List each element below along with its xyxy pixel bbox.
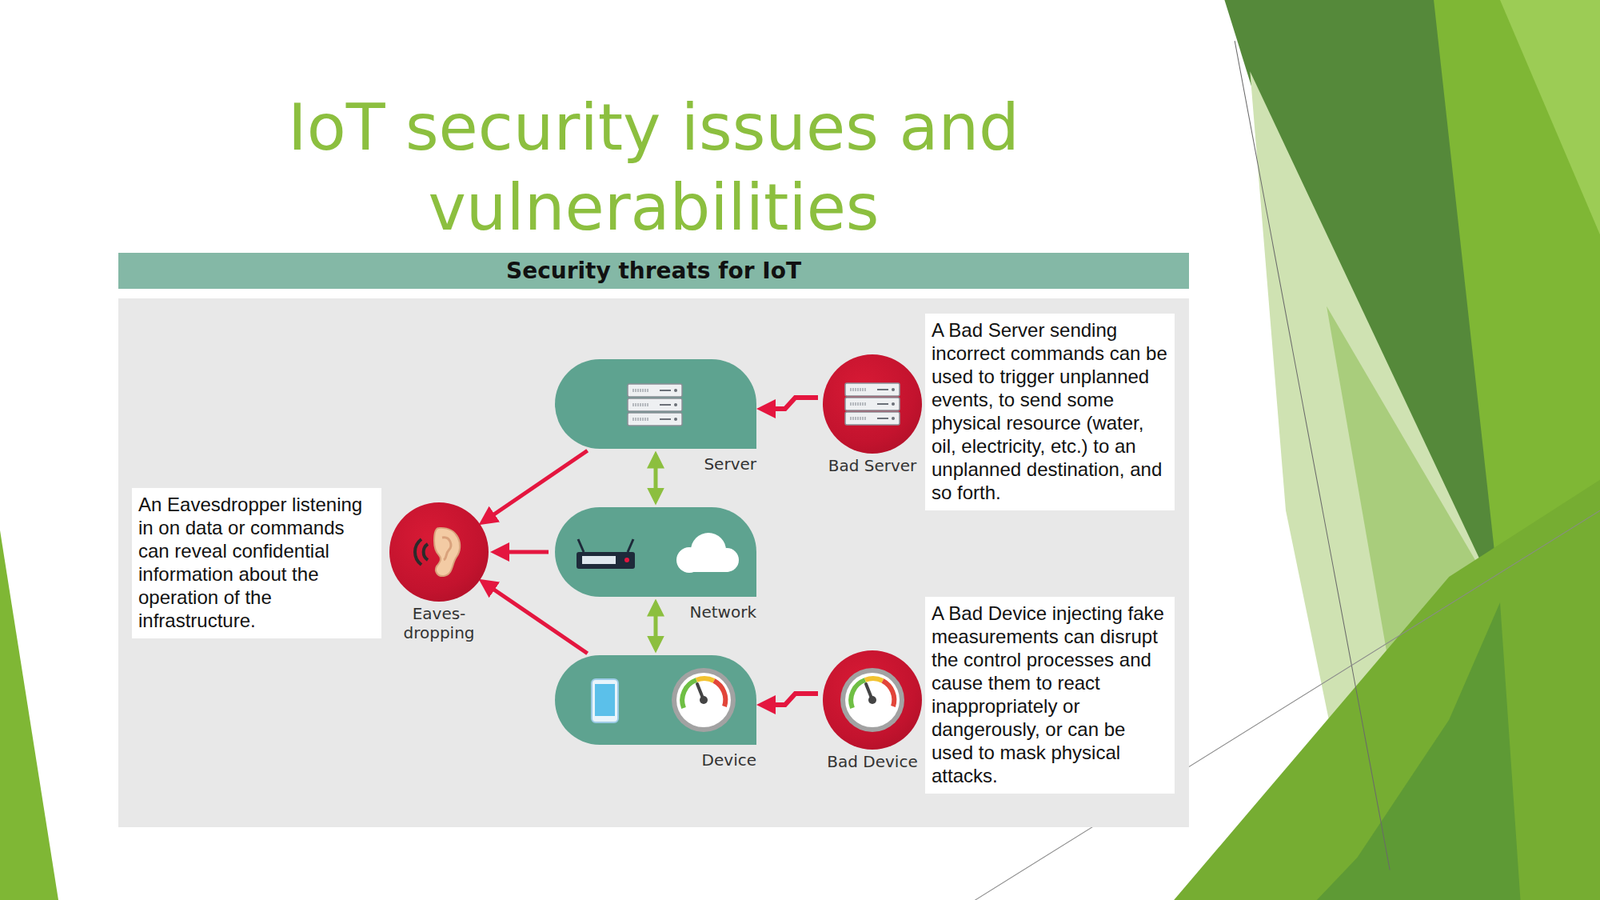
note-box: A Bad Server sending incorrect commands … bbox=[925, 313, 1175, 511]
slide-title: IoT security issues and vulnerabilities bbox=[118, 87, 1190, 248]
server-box: Server bbox=[554, 359, 757, 449]
phone-icon bbox=[591, 678, 619, 723]
connector-arrow bbox=[482, 581, 588, 654]
node-label: Bad Server bbox=[828, 455, 918, 475]
cloud-icon bbox=[690, 532, 727, 568]
connector-arrow bbox=[482, 450, 588, 523]
threat-circle: Bad Device bbox=[822, 650, 922, 750]
cloud-icon bbox=[676, 546, 703, 573]
node-label: Network bbox=[689, 602, 757, 622]
ear-icon bbox=[423, 543, 428, 560]
attack-arrow bbox=[761, 397, 818, 409]
ear-icon bbox=[442, 537, 451, 560]
router-icon bbox=[576, 538, 635, 569]
cloud-icon bbox=[681, 558, 733, 572]
gauge-icon bbox=[840, 667, 905, 732]
note-text: A Bad Device injecting fake measurements… bbox=[931, 601, 1169, 787]
device-box: Device bbox=[554, 654, 757, 745]
network-box: Network bbox=[554, 506, 757, 597]
decor-right bbox=[1173, 479, 1600, 900]
header-text: Security threats for IoT bbox=[506, 257, 802, 284]
connector-arrow bbox=[654, 454, 659, 501]
server-icon bbox=[845, 383, 900, 425]
node-label: Device bbox=[702, 750, 757, 770]
decor-right bbox=[1234, 40, 1390, 870]
cloud-icon bbox=[714, 547, 739, 572]
note-box: A Bad Device injecting fake measurements… bbox=[925, 596, 1175, 794]
header-band: Security threats for IoT bbox=[118, 252, 1190, 289]
ear-icon bbox=[414, 527, 460, 576]
note-text: An Eavesdropper listening in on data or … bbox=[138, 492, 376, 632]
decor-right bbox=[1316, 602, 1521, 900]
router-icon bbox=[576, 551, 635, 569]
note-text: A Bad Server sending incorrect commands … bbox=[931, 318, 1169, 504]
panel bbox=[118, 298, 1190, 827]
router-icon bbox=[624, 557, 630, 563]
note-box: An Eavesdropper listening in on data or … bbox=[131, 487, 382, 639]
threat-circle: Bad Server bbox=[822, 354, 922, 454]
router-icon bbox=[582, 555, 616, 564]
connector-arrow bbox=[654, 602, 659, 649]
gauge-icon bbox=[671, 667, 736, 732]
phone-icon bbox=[591, 678, 619, 723]
ear-icon bbox=[434, 527, 460, 576]
server-icon bbox=[627, 383, 683, 426]
node-label: Server bbox=[703, 454, 757, 474]
decor-right bbox=[1500, 0, 1600, 236]
router-icon bbox=[578, 538, 584, 552]
connector-arrow bbox=[494, 550, 549, 555]
ear-icon bbox=[414, 538, 422, 565]
router-icon bbox=[627, 538, 634, 552]
attack-arrow bbox=[761, 693, 818, 705]
phone-icon bbox=[594, 683, 615, 716]
cloud-icon bbox=[676, 532, 739, 573]
node-label: Bad Device bbox=[826, 751, 918, 771]
threat-circle: Eaves- dropping bbox=[389, 502, 489, 602]
decor-left bbox=[0, 530, 59, 900]
node-label: Eaves- dropping bbox=[394, 603, 484, 643]
